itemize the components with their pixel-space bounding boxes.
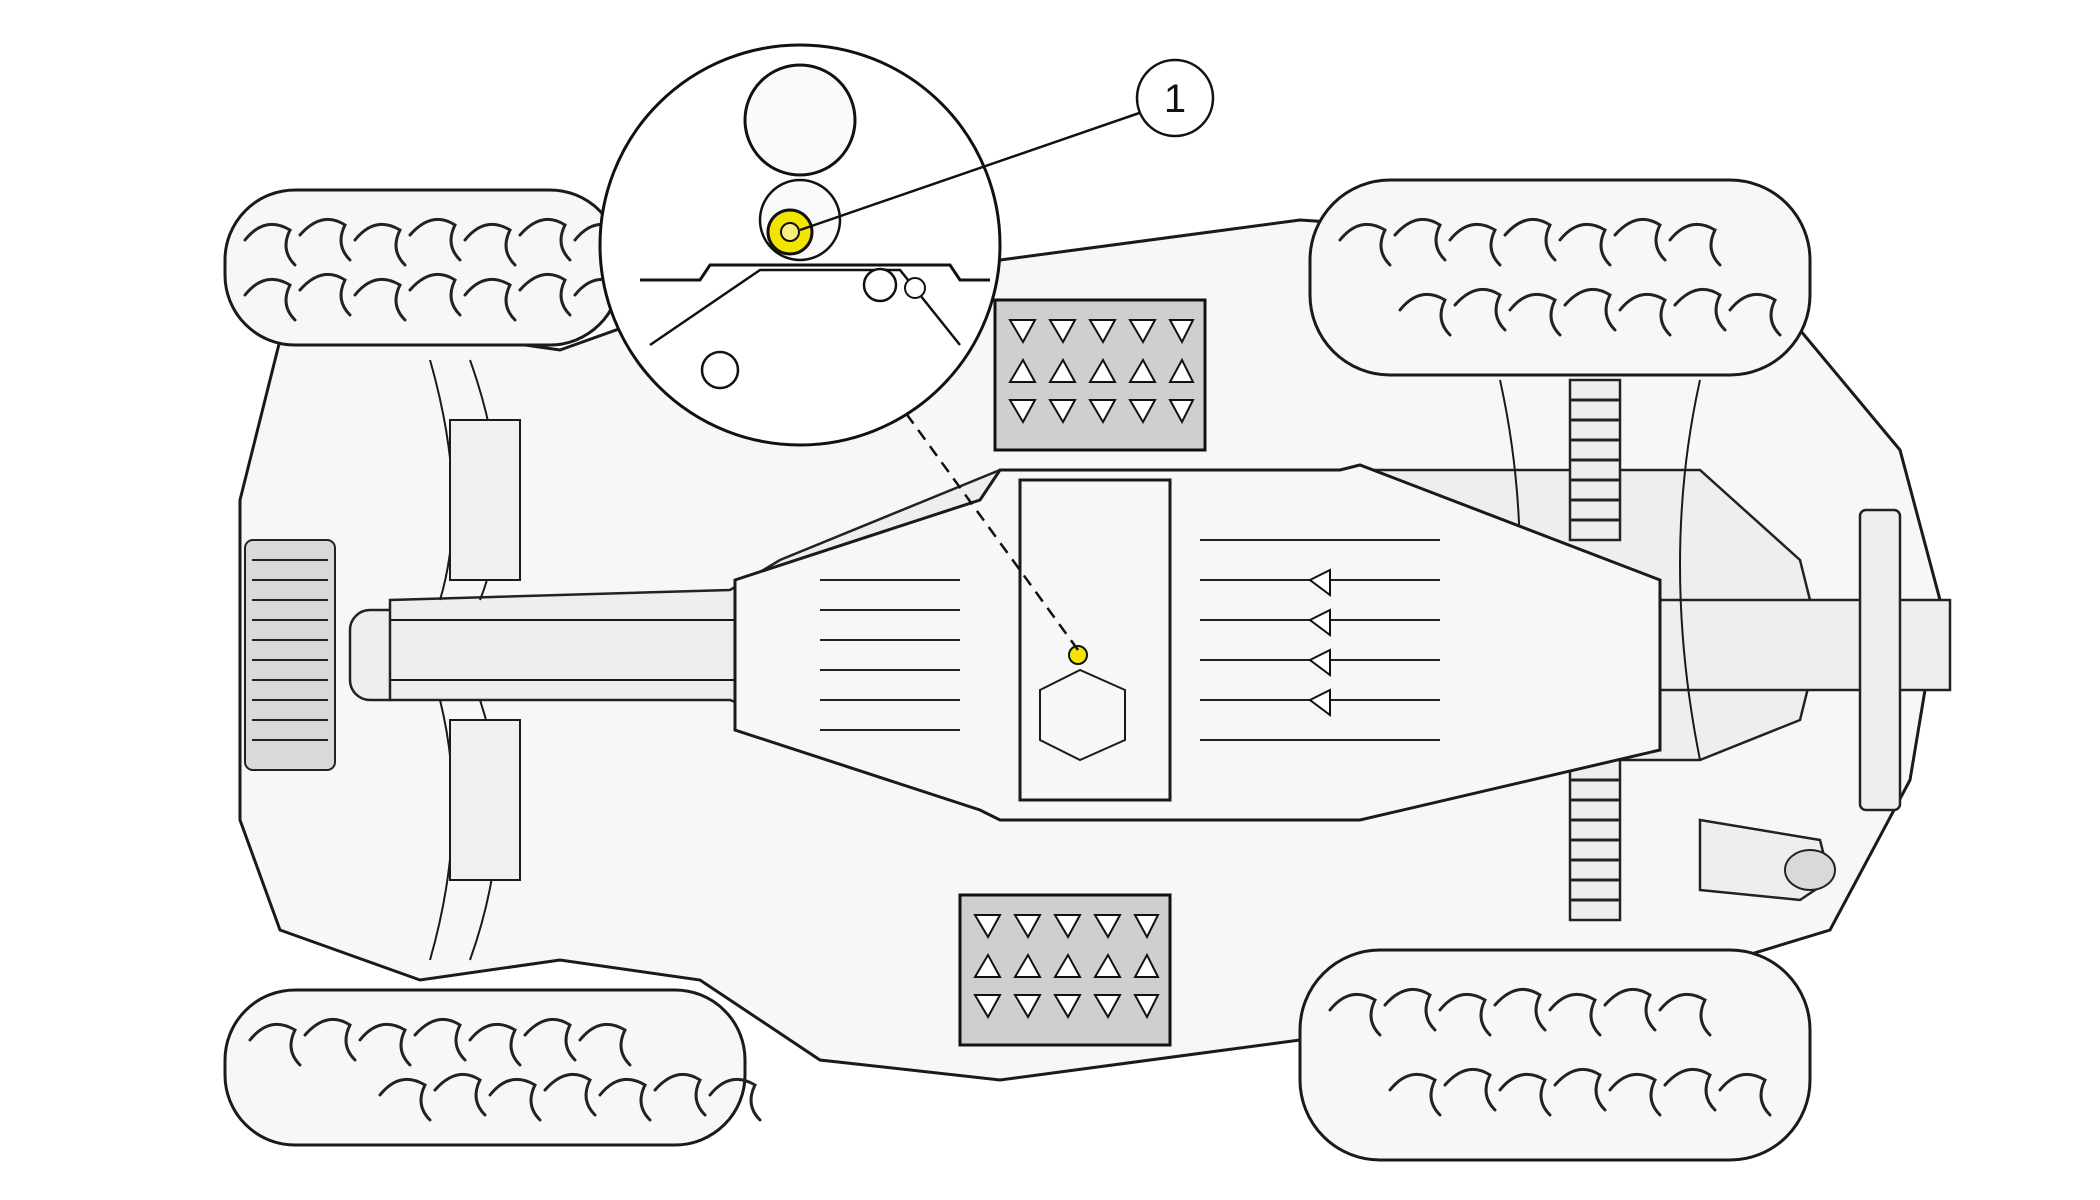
footrest-grating-top [993,298,1207,452]
rear-shock-lower [1568,758,1622,922]
callout-number-1: 1 [1164,77,1186,121]
drain-plug-detail [766,208,814,256]
footrest-grating-bottom [958,893,1172,1047]
tire-front-bottom [223,988,762,1147]
rear-bumper [1858,508,1902,812]
skid-plate-center-panel [1018,478,1172,802]
skid-plate-ribs [820,539,1440,741]
rear-shock-upper [1568,378,1622,542]
detail-leader-dashed [898,404,1080,651]
callout-leader [799,108,1149,232]
tire-rear-bottom [1298,948,1812,1162]
tire-front-top [223,188,627,347]
front-radiator-grille [244,539,336,771]
skid-plate-vents [1308,568,1331,717]
drain-plug-location [1068,645,1088,665]
skid-plate [733,463,1662,822]
exhaust-muffler [1698,818,1836,902]
front-suspension [429,359,521,961]
tire-rear-top [1308,178,1812,377]
callout-circle-1 [1135,58,1215,138]
